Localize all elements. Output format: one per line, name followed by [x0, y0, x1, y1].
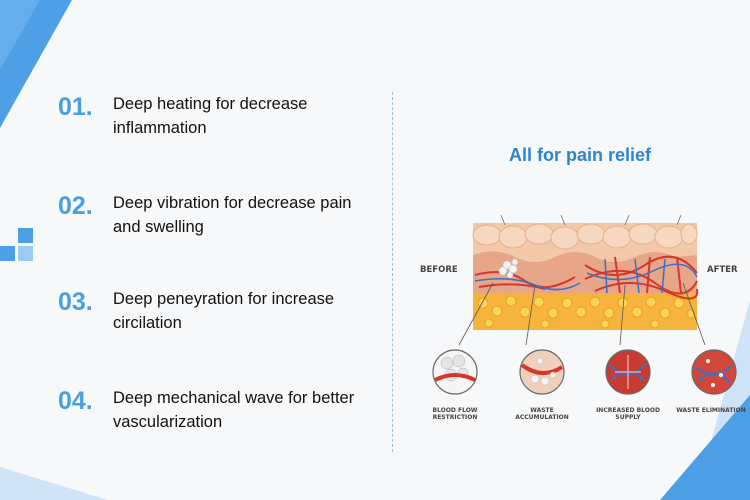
dashed-divider — [392, 92, 393, 452]
list-item: 01. Deep heating for decrease inflammati… — [58, 92, 388, 140]
list-item: 02. Deep vibration for decrease pain and… — [58, 191, 388, 239]
item-text: Deep mechanical wave for better vascular… — [113, 389, 355, 431]
before-label: BEFORE — [420, 265, 458, 275]
corner-triangle-top-left — [0, 0, 72, 128]
pixel-squares-decoration — [0, 228, 33, 261]
caption-waste-accumulation: WASTE ACCUMULATION — [515, 407, 569, 421]
corner-stripe-bottom-left — [0, 467, 108, 500]
item-text: Deep vibration for decrease pain and swe… — [113, 194, 352, 236]
corner-triangle-bottom-right — [660, 300, 750, 500]
after-label: AFTER — [707, 265, 738, 275]
item-text: Deep heating for decrease inflammation — [113, 95, 308, 137]
item-number: 04. — [58, 387, 93, 415]
skin-cross-section-illustration — [432, 215, 737, 395]
item-text: Deep peneyration for increase circilatio… — [113, 290, 335, 332]
item-number: 01. — [58, 93, 93, 121]
caption-waste-elimination: WASTE ELIMINATION — [676, 407, 746, 414]
illustration-title: All for pain relief — [508, 145, 652, 165]
list-item: 04. Deep mechanical wave for better vasc… — [58, 386, 388, 434]
item-number: 03. — [58, 288, 93, 316]
caption-blood-flow-restriction: BLOOD FLOW RESTRICTION — [432, 407, 478, 421]
item-number: 02. — [58, 192, 93, 220]
caption-increased-blood-supply: INCREASED BLOOD SUPPLY — [596, 407, 660, 421]
list-item: 03. Deep peneyration for increase circil… — [58, 287, 388, 335]
